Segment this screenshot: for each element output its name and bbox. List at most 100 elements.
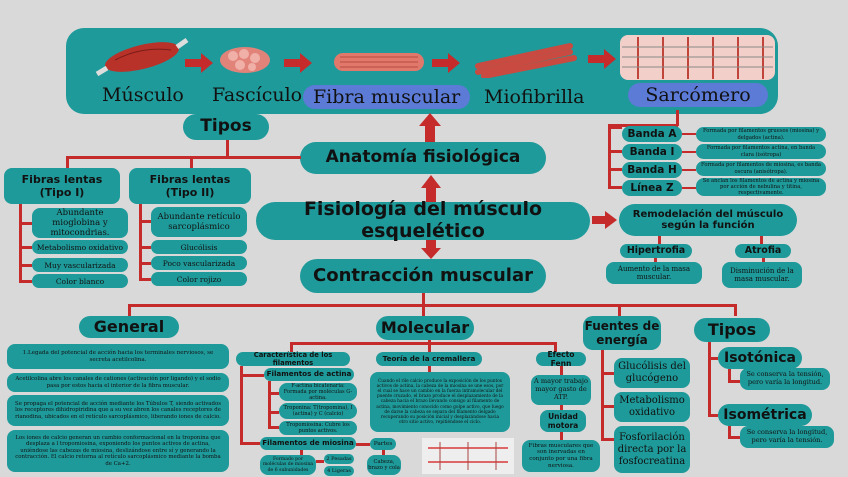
general-step: 1.Legada del potencial de acción hacia l…: [7, 344, 229, 369]
muscle-icon: [95, 37, 189, 76]
fibras-tipo-i-node: Fibras lentas (Tipo I): [4, 168, 120, 204]
connector: [66, 156, 228, 159]
isotonica-label: Isotónica: [718, 347, 802, 369]
connector: [608, 124, 678, 127]
connector: [128, 304, 131, 316]
arrow-up-icon: [419, 113, 441, 142]
tipos-bottom-node: Tipos: [694, 318, 770, 342]
partes-desc: Cabeza, brazo y cola: [367, 455, 401, 475]
fuente-item: Glucólisis del glucógeno: [614, 358, 690, 388]
connector: [560, 405, 563, 411]
atrofia-desc: Disminución de la masa muscular.: [722, 262, 802, 288]
arrow-right-icon: [588, 49, 616, 69]
teoria-cremallera-label: Teoría de la cremallera: [376, 352, 482, 366]
connector: [601, 438, 614, 441]
sarcomere-icon: [620, 35, 775, 80]
connector: [240, 374, 264, 377]
fuentes-energia-node: Fuentes de energía: [583, 316, 661, 350]
connector: [422, 293, 425, 305]
general-node: General: [79, 316, 179, 338]
miosina-desc: Formado por moléculas de miosina de 6 su…: [260, 455, 316, 475]
connector: [382, 450, 385, 456]
connector: [728, 426, 731, 438]
connector: [139, 262, 151, 265]
connector: [19, 280, 32, 283]
general-step: Se propaga el potencial de acción median…: [7, 395, 229, 426]
connector: [300, 450, 303, 456]
connector: [601, 405, 614, 408]
connector: [268, 392, 279, 395]
connector: [708, 342, 711, 416]
myofibril-icon: [475, 43, 577, 78]
connector: [658, 236, 661, 244]
banda-i-label: Banda I: [622, 144, 682, 160]
linea-z-label: Línea Z: [622, 180, 682, 196]
connector: [240, 366, 243, 444]
connector: [422, 304, 425, 316]
connector: [708, 414, 718, 417]
tipo-i-item: Color blanco: [32, 274, 128, 288]
unidad-motora-desc: Fibras musculares que son inervadas en c…: [522, 440, 600, 472]
contraccion-muscular-node: Contracción muscular: [300, 259, 546, 293]
arrow-right-icon: [592, 211, 617, 229]
arrow-right-icon: [185, 53, 213, 73]
banda-h-desc: Formada por filamentos de miosina, es ba…: [696, 161, 826, 176]
connector: [268, 411, 279, 414]
fisiologia-musculo-node: Fisiología del músculo esquelético: [256, 198, 590, 242]
muscle-fiber-icon: [334, 53, 424, 71]
actina-item: Troponina: T(tropomina), I (actina) y C …: [279, 403, 357, 419]
connector: [654, 258, 657, 264]
connector: [139, 220, 151, 223]
connector: [608, 126, 611, 188]
miosina-sub-ligeras: 4 Ligeras: [324, 466, 354, 476]
connector: [601, 350, 604, 440]
connector: [554, 342, 557, 352]
label-fibra-muscular: Fibra muscular: [303, 85, 471, 109]
hipertrofia-desc: Aumento de la masa muscular.: [606, 262, 702, 284]
banda-a-label: Banda A: [622, 126, 682, 142]
connector: [128, 304, 736, 307]
connector: [608, 186, 622, 189]
tipo-ii-item: Color rojizo: [151, 272, 247, 286]
fuente-item: Fosforilación directa por la fosfocreati…: [614, 426, 690, 473]
anatomia-fisiologica-node: Anatomía fisiológica: [300, 142, 546, 174]
connector: [290, 342, 293, 352]
banda-a-desc: Formada por filamentos gruesos (miosina)…: [696, 127, 826, 142]
connector: [676, 110, 679, 126]
connector: [19, 222, 32, 225]
tipo-i-item: Abundante mioglobina y mitocondrias.: [32, 208, 128, 238]
connector: [19, 204, 22, 282]
connector: [139, 246, 151, 249]
banda-h-label: Banda H: [622, 162, 682, 178]
linea-z-desc: Se anclan los filamentos de actina y mio…: [696, 178, 826, 196]
label-miofibrilla: Miofibrilla: [484, 86, 585, 108]
connector: [608, 126, 622, 129]
efecto-fenn-desc: A mayor trabajo mayor gasto de ATP.: [531, 375, 591, 405]
tipo-ii-item: Poco vascularizada: [151, 256, 247, 270]
connector: [316, 460, 324, 463]
tipo-ii-item: Abundante retículo sarcoplásmico: [151, 207, 247, 237]
actina-item: Tropomiosina: Cubre los puntos activos.: [279, 421, 357, 435]
sarcomere-diagram-icon: [422, 438, 514, 474]
connector: [708, 357, 718, 360]
label-fasciculo: Fascículo: [212, 84, 303, 106]
miosina-sub-pesadas: 2 Pesadas: [324, 454, 354, 464]
connector: [762, 258, 765, 264]
arrow-right-icon: [284, 53, 312, 73]
connector: [682, 133, 696, 135]
isometrica-desc: Se conserva la longitud, pero varía la t…: [740, 426, 834, 448]
connector: [428, 366, 431, 372]
connector: [66, 156, 69, 168]
actina-item: F-actina bicatenaria: Formada por molécu…: [279, 383, 357, 401]
connector: [290, 342, 556, 345]
tipo-i-item: Muy vascularizada: [32, 258, 128, 272]
tipo-i-item: Metabolismo oxidativo: [32, 240, 128, 254]
connector: [19, 264, 32, 267]
connector: [139, 278, 151, 281]
isotonica-desc: Se conserva la tensión, pero varía la lo…: [740, 368, 830, 390]
general-step: Acetilcolina abre los canales de catione…: [7, 373, 229, 392]
connector: [618, 304, 621, 316]
unidad-motora-label: Unidad motora: [540, 410, 586, 432]
connector: [19, 246, 32, 249]
arrow-up-icon: [421, 175, 441, 204]
